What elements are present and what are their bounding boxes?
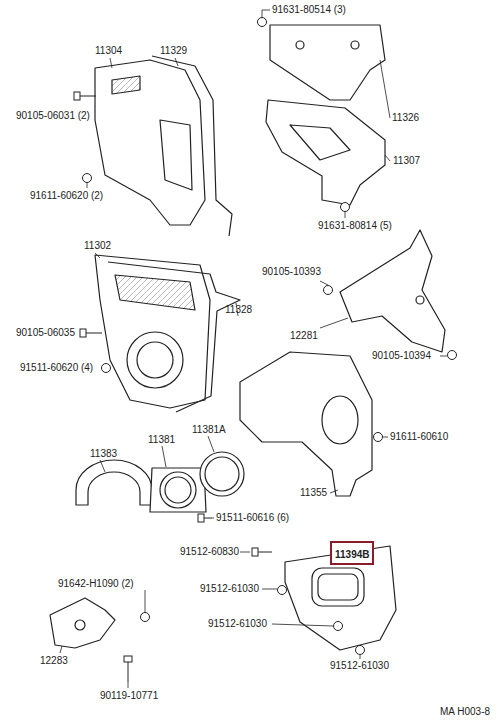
part-number: 90105-10393 <box>262 266 321 278</box>
oil-seal <box>200 452 244 496</box>
lower-cover <box>95 255 210 408</box>
gasket <box>108 262 240 412</box>
part-number: 90105-06035 <box>16 327 75 339</box>
part-number: 90105-06031 (2) <box>16 110 90 122</box>
upper-cover <box>95 60 205 225</box>
part-number: 91631-80814 (5) <box>318 220 392 232</box>
drawing-code: MA H003-8 <box>440 706 490 718</box>
back-plate <box>240 352 372 496</box>
part-number: 91512-61030 <box>200 583 259 595</box>
part-number: 90105-10394 <box>372 350 431 362</box>
part-number: 12283 <box>40 655 68 667</box>
part-number: 91642-H1090 (2) <box>58 578 134 590</box>
cover-bracket <box>266 100 385 205</box>
gasket <box>152 56 232 236</box>
part-number: 11383 <box>90 448 117 460</box>
part-number: 91611-60620 (2) <box>30 190 103 202</box>
part-number: 91512-61030 <box>208 618 267 630</box>
part-number: 11302 <box>84 240 111 252</box>
part-number: 11381A <box>192 424 226 436</box>
part-number: 11329 <box>160 45 187 57</box>
part-number: 11394B <box>335 549 369 560</box>
oil-seal-retainer <box>150 468 206 512</box>
part-number-box: 11394B <box>330 541 374 565</box>
part-number: 11328 <box>225 304 252 316</box>
cover-plate <box>270 25 385 100</box>
part-number: 91631-80514 (3) <box>272 4 346 16</box>
part-number: 91511-60620 (4) <box>20 362 93 374</box>
part-number: 91512-61030 <box>330 660 389 672</box>
part-number: 91611-60610 <box>390 431 448 443</box>
part-number: 11355 <box>300 487 327 499</box>
part-number: 11326 <box>392 112 419 124</box>
part-number: 11304 <box>95 45 122 57</box>
gasket <box>76 460 152 505</box>
part-number: 91511-60616 (6) <box>216 512 289 524</box>
engine-bracket <box>340 230 445 352</box>
part-number: 11381 <box>148 434 175 446</box>
engine-bracket <box>50 598 115 648</box>
part-number: 12281 <box>290 330 318 342</box>
part-number: 91512-60830 <box>180 546 239 558</box>
part-number: 11307 <box>393 155 420 167</box>
part-number: 90119-10771 <box>100 690 158 702</box>
